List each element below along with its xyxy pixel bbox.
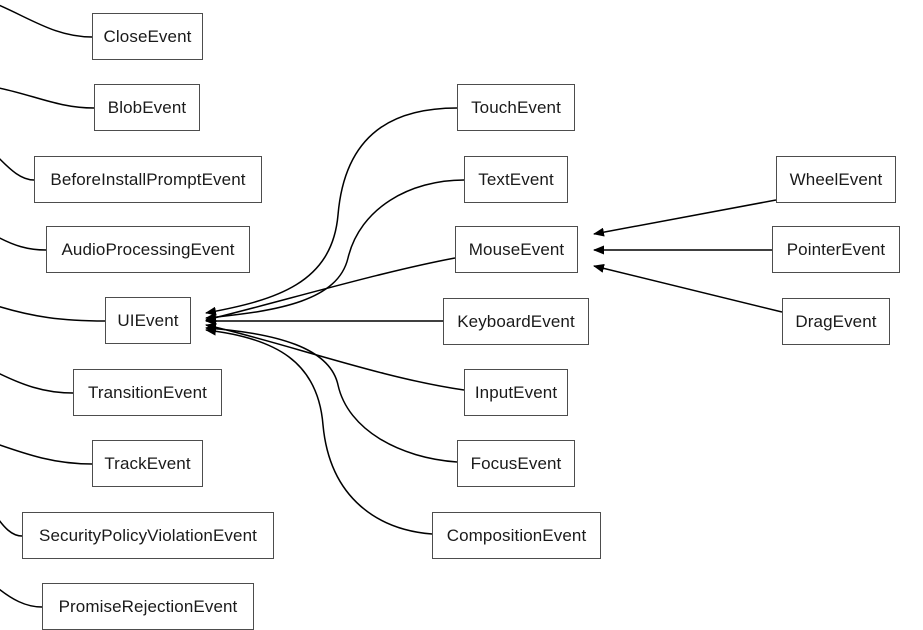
node-mouseevent[interactable]: MouseEvent — [455, 226, 578, 273]
node-pointerevent[interactable]: PointerEvent — [772, 226, 900, 273]
node-audioprocessingevent[interactable]: AudioProcessingEvent — [46, 226, 250, 273]
node-label: UIEvent — [117, 311, 179, 330]
node-beforeinstallpromptevent[interactable]: BeforeInstallPromptEvent — [34, 156, 262, 203]
edge-dragevent-to-mouseevent — [593, 264, 783, 313]
node-label: TextEvent — [478, 170, 554, 189]
node-trackevent[interactable]: TrackEvent — [92, 440, 203, 487]
node-label: CompositionEvent — [446, 526, 587, 545]
edge-uievent-to-event — [0, 306, 106, 322]
node-label: CloseEvent — [103, 27, 192, 46]
node-promiserejectionevent[interactable]: PromiseRejectionEvent — [42, 583, 254, 630]
node-label: AudioProcessingEvent — [61, 240, 235, 259]
edge-securitypolicyviolationevent-to-event — [0, 520, 23, 537]
node-touchevent[interactable]: TouchEvent — [457, 84, 575, 131]
node-label: PromiseRejectionEvent — [58, 597, 238, 616]
node-focusevent[interactable]: FocusEvent — [457, 440, 575, 487]
edge-blobevent-to-event — [0, 87, 95, 109]
node-label: KeyboardEvent — [457, 312, 575, 331]
node-inputevent[interactable]: InputEvent — [464, 369, 568, 416]
node-label: MouseEvent — [468, 240, 565, 259]
node-keyboardevent[interactable]: KeyboardEvent — [443, 298, 589, 345]
edge-compositionevent-to-uievent — [205, 326, 433, 535]
edge-beforeinstallpromptevent-to-event — [0, 158, 35, 181]
node-label: FocusEvent — [470, 454, 562, 473]
node-wheelevent[interactable]: WheelEvent — [776, 156, 896, 203]
node-label: DragEvent — [795, 312, 877, 331]
edge-audioprocessingevent-to-event — [0, 237, 47, 251]
edge-transitionevent-to-event — [0, 373, 74, 394]
node-securitypolicyviolationevent[interactable]: SecurityPolicyViolationEvent — [22, 512, 274, 559]
edge-promiserejectionevent-to-event — [0, 588, 43, 608]
node-label: BeforeInstallPromptEvent — [50, 170, 246, 189]
edge-closeevent-to-event — [0, 4, 93, 38]
edge-wheelevent-to-mouseevent — [593, 199, 777, 237]
node-dragevent[interactable]: DragEvent — [782, 298, 890, 345]
node-compositionevent[interactable]: CompositionEvent — [432, 512, 601, 559]
edge-touchevent-to-uievent — [205, 107, 458, 316]
node-label: BlobEvent — [107, 98, 187, 117]
node-label: WheelEvent — [789, 170, 883, 189]
node-transitionevent[interactable]: TransitionEvent — [73, 369, 222, 416]
node-label: PointerEvent — [786, 240, 886, 259]
node-label: TransitionEvent — [88, 383, 207, 402]
node-label: InputEvent — [474, 383, 558, 402]
node-blobevent[interactable]: BlobEvent — [94, 84, 200, 131]
node-label: SecurityPolicyViolationEvent — [39, 526, 257, 545]
node-label: TouchEvent — [471, 98, 561, 117]
node-uievent[interactable]: UIEvent — [105, 297, 191, 344]
diagram-canvas: CloseEvent BlobEvent BeforeInstallPrompt… — [0, 4, 900, 630]
node-closeevent[interactable]: CloseEvent — [92, 13, 203, 60]
node-label: TrackEvent — [104, 454, 191, 473]
edge-inputevent-to-uievent — [205, 322, 465, 391]
node-textevent[interactable]: TextEvent — [464, 156, 568, 203]
edge-trackevent-to-event — [0, 444, 93, 465]
edge-focusevent-to-uievent — [205, 324, 458, 463]
